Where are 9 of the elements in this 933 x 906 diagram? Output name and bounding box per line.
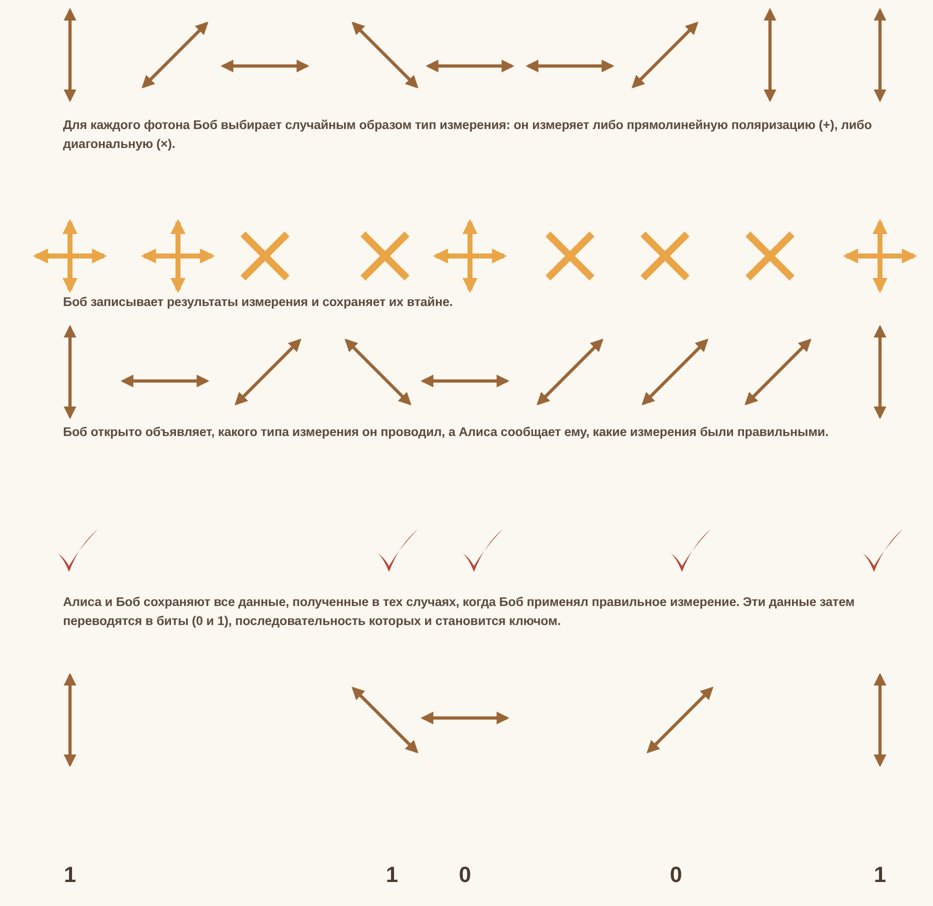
bit-value: 0 — [668, 862, 684, 888]
bit-value: 1 — [384, 862, 400, 888]
caption-text: Алиса и Боб сохраняют все данные, полученные в тех случаях, когда Боб применял правильное измерение. Эти данные затем переводятся в биты (0 и 1), последовательность которых и становится ключом. — [63, 594, 856, 630]
bit-value: 1 — [872, 862, 888, 888]
caption-text: Боб открыто объявляет, какого типа измерения он проводил, а Алиса сообщает ему, какие измерения были правильными. — [63, 424, 830, 441]
bit-value: 0 — [458, 862, 472, 888]
caption-text: Для каждого фотона Боб выбирает случайным образом тип измерения: он измеряет либо прямолинейную поляризацию (+), либо диагональную (×). — [63, 117, 873, 153]
bit-value: 1 — [62, 862, 78, 888]
caption-text: Боб записывает результаты измерения и сохраняет их втайне. — [63, 294, 454, 311]
